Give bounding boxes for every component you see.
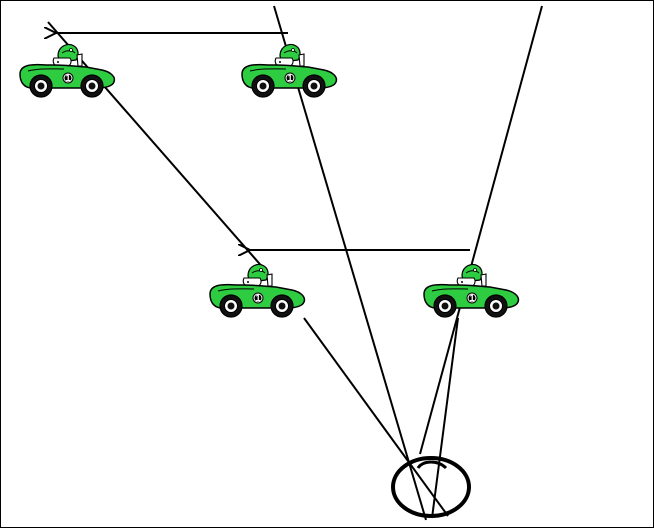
sight-line-middle-right — [431, 317, 459, 519]
car-top-left — [19, 43, 116, 98]
car-top-middle — [241, 43, 338, 98]
car-middle-right — [423, 263, 520, 318]
sight-line-top-right — [419, 5, 543, 455]
sight-line-middle-left — [303, 317, 449, 517]
sight-line-top-middle — [273, 5, 427, 521]
sight-line-left-diagonal — [47, 21, 266, 271]
car-middle-left — [209, 263, 306, 318]
eye-icon — [391, 456, 471, 518]
